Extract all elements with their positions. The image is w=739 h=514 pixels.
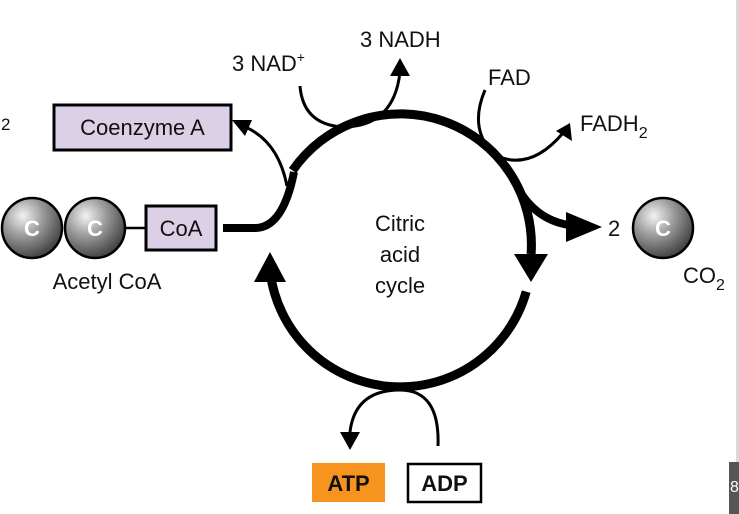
acetyl-coa-label: Acetyl CoA — [53, 269, 162, 294]
corner-page-tab: 8 — [729, 462, 739, 514]
left-edge-cropped-subscript: 2 — [1, 115, 10, 134]
carbon-ball-2 — [63, 196, 127, 260]
cycle-label-line1: Citric — [375, 211, 425, 236]
co2-arrowhead — [566, 212, 602, 242]
adp-box — [406, 462, 483, 504]
atp-arrowhead — [340, 432, 360, 450]
co2-carbon-letter: C — [655, 216, 671, 241]
fad-arrow — [477, 89, 565, 162]
adp-label: ADP — [421, 471, 467, 496]
coenzyme-a-arrowhead — [232, 120, 252, 136]
coenzyme-a-label: Coenzyme A — [80, 115, 205, 140]
nad-arrow — [298, 71, 402, 129]
cycle-label-line3: cycle — [375, 273, 425, 298]
cycle-arrowhead-right — [514, 254, 548, 282]
nad-plus-label: 3 NAD+ — [232, 49, 305, 76]
acetyl-entry-line — [223, 171, 298, 232]
coenzyme-a-box — [52, 103, 233, 152]
co2-count-label: 2 — [608, 216, 620, 241]
fad-label: FAD — [488, 65, 531, 90]
atp-box — [312, 463, 385, 502]
carbon-ball-2-letter: C — [87, 216, 103, 241]
nadh-arrowhead — [390, 58, 410, 76]
nadh-label: 3 NADH — [360, 27, 441, 52]
cycle-arrowhead-left — [254, 252, 286, 282]
carbon-ball-1 — [0, 196, 64, 260]
fadh2-arrowhead — [556, 123, 572, 141]
right-edge-strip — [736, 0, 739, 514]
coenzyme-a-release-arrow — [242, 124, 289, 187]
coa-label: CoA — [160, 216, 203, 241]
co2-label: CO2 — [683, 263, 725, 294]
carbon-ball-1-letter: C — [24, 216, 40, 241]
atp-label: ATP — [327, 471, 369, 496]
co2-carbon-ball — [631, 196, 695, 260]
fadh2-label: FADH2 — [580, 111, 648, 142]
cycle-arc-bottom — [265, 271, 531, 392]
coa-box — [144, 204, 218, 252]
adp-atp-arrow — [348, 388, 440, 447]
cycle-label-line2: acid — [380, 242, 420, 267]
